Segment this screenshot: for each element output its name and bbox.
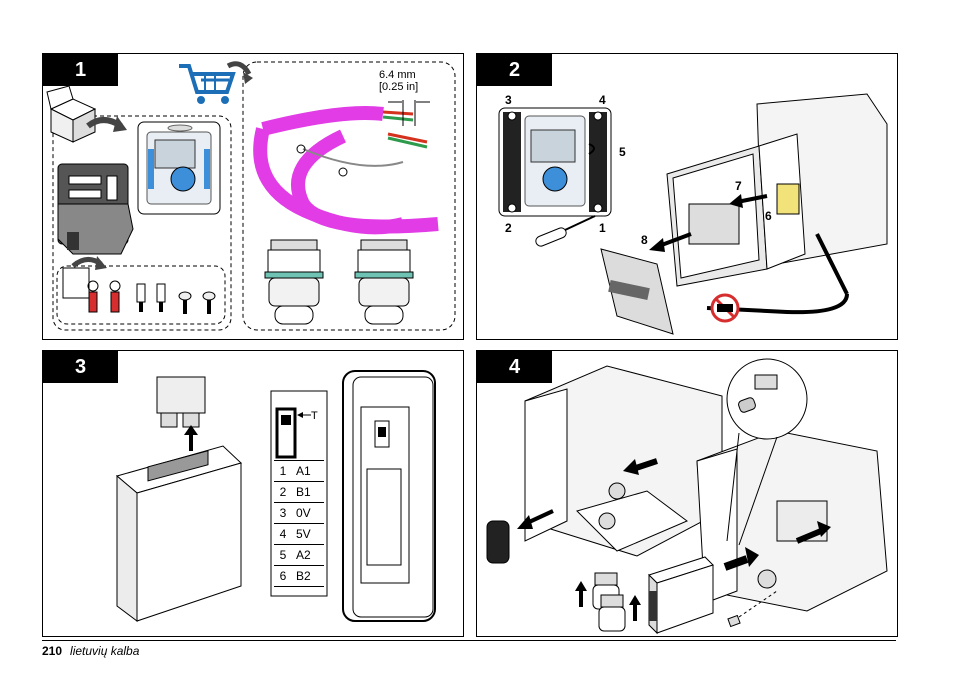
arrow-insert-right [795, 521, 831, 544]
step-badge-2: 2 [477, 54, 552, 86]
standoffs [136, 283, 166, 312]
terminal-pin: 2 [279, 485, 287, 499]
terminal-row: 3 0V [274, 502, 324, 523]
page-footer: 210 lietuvių kalba [42, 644, 139, 658]
callout-5: 5 [619, 145, 626, 159]
panel-1-illustration: 6.4 mm [0.25 in] [46, 61, 456, 331]
module-card [648, 556, 714, 635]
arrow-7 [729, 194, 768, 208]
open-box-icon [46, 85, 97, 143]
page-number: 210 [42, 644, 63, 658]
panel-3: 3 T [42, 350, 464, 637]
callout-4: 4 [599, 93, 606, 107]
terminal-row: 4 5V [274, 523, 324, 544]
terminal-row: 1 A1 [274, 460, 324, 481]
open-enclosure [666, 93, 888, 287]
communication-module [115, 445, 242, 622]
up-arrow-icon [575, 581, 641, 621]
terminal-pin: 1 [279, 464, 287, 478]
arrow-insert-module [723, 547, 759, 571]
callout-1: 1 [599, 221, 606, 235]
arrow-insert-left [623, 458, 658, 475]
no-power-icon [710, 293, 740, 323]
terminal-row: 6 B2 [274, 565, 324, 587]
terminal-table: 1 A1 2 B1 3 0V 4 5V 5 A2 6 B2 [274, 460, 324, 587]
switch-label-T: T [311, 410, 318, 422]
panel-1: 1 [42, 53, 464, 340]
controller-device [137, 121, 221, 215]
cable-gland-right [354, 239, 414, 325]
plug-connector [156, 376, 206, 428]
panel-2-illustration: 3 4 5 2 1 [498, 93, 888, 335]
signal-wires [296, 110, 428, 177]
cover-plug [486, 520, 510, 564]
mounting-bracket [57, 163, 134, 255]
up-arrow-icon [184, 425, 198, 451]
panel-4-illustration [486, 358, 888, 635]
screws [178, 291, 216, 314]
screwdriver [535, 215, 596, 247]
switch-diagram [270, 390, 328, 597]
ring-terminals [87, 280, 121, 313]
arrow-remove-plug [517, 509, 554, 529]
accessory-page-icon [62, 267, 90, 299]
terminal-pin: 6 [279, 569, 287, 583]
panel-2: 2 3 4 5 2 1 [476, 53, 898, 340]
cable-glands [592, 572, 626, 632]
enclosure-right [696, 430, 888, 612]
terminal-pin: 5 [279, 548, 287, 562]
terminal-signal: 0V [296, 506, 311, 520]
step-badge-4: 4 [477, 351, 552, 383]
screw-part [727, 590, 778, 628]
enclosure-left [524, 365, 723, 557]
removed-cover [600, 248, 674, 335]
terminal-signal: B1 [296, 485, 311, 499]
footer-rule [42, 640, 896, 641]
callout-3: 3 [505, 93, 512, 107]
terminal-signal: B2 [296, 569, 311, 583]
callout-2: 2 [505, 221, 512, 235]
callout-6: 6 [765, 209, 772, 223]
magenta-cables [253, 106, 439, 235]
module-side-view [342, 370, 436, 622]
footer-language: lietuvių kalba [70, 644, 140, 658]
callout-8: 8 [641, 233, 648, 247]
terminal-pin: 4 [279, 527, 287, 541]
panel-3-illustration: T [115, 370, 436, 622]
terminal-signal: A2 [296, 548, 311, 562]
arrow-8 [649, 232, 692, 252]
step-badge-3: 3 [43, 351, 118, 383]
terminal-row: 2 B1 [274, 481, 324, 502]
terminal-signal: A1 [296, 464, 311, 478]
panel-4: 4 [476, 350, 898, 637]
shopping-cart-icon [179, 64, 236, 104]
cable-gland-left [264, 239, 324, 325]
magnifier-detail [726, 358, 808, 546]
terminal-row: 5 A2 [274, 544, 324, 565]
callout-7: 7 [735, 179, 742, 193]
terminal-signal: 5V [296, 527, 311, 541]
terminal-pin: 3 [279, 506, 287, 520]
step-badge-1: 1 [43, 54, 118, 86]
controller-front [498, 107, 612, 217]
wire-strip-mm: 6.4 mm [379, 69, 416, 81]
wire-strip-in: [0.25 in] [379, 81, 418, 93]
